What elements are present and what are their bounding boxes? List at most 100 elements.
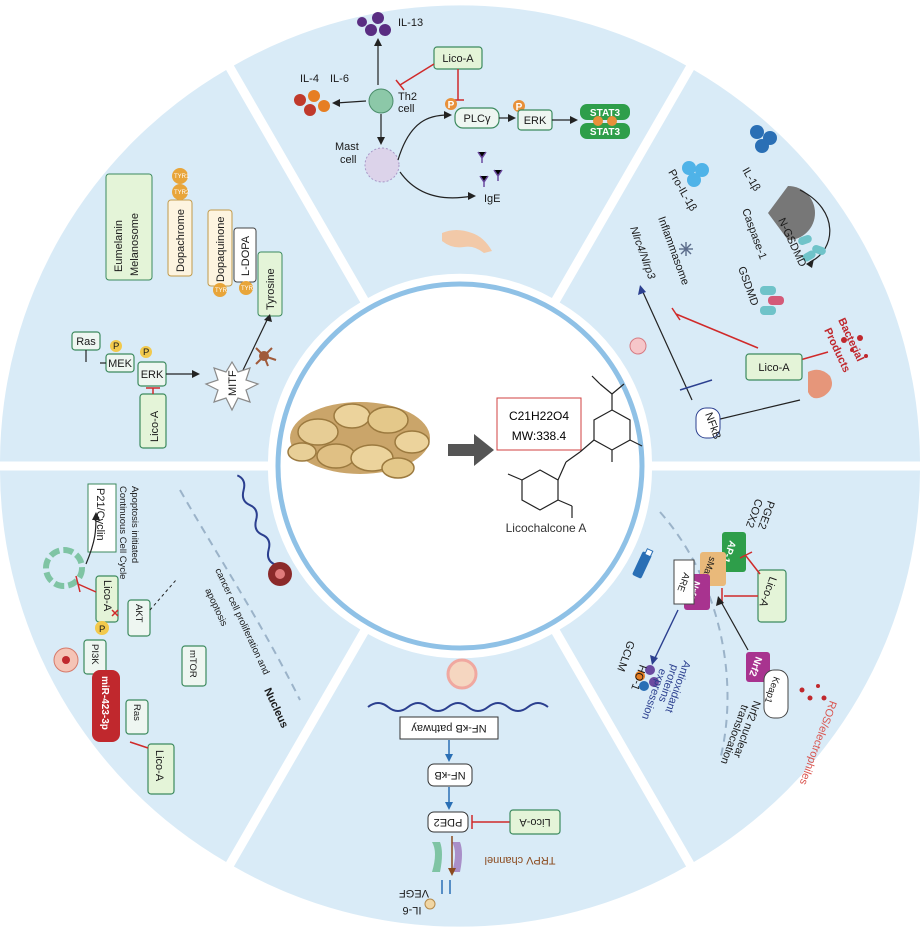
plc-label: PLCγ (464, 113, 491, 125)
inflammasome-icon (679, 242, 693, 256)
akt-box (127, 599, 151, 637)
svg-text:P: P (113, 341, 119, 352)
gsdmd-icon (760, 286, 784, 315)
n-gsdmd-icon (798, 234, 826, 262)
mtor-label: mTOR (187, 650, 198, 678)
licochalcone-structure (507, 375, 643, 518)
svg-text:P: P (516, 102, 523, 113)
continuous-cycle-label: Continuous Cell Cycle (117, 486, 128, 579)
tumor-mass-icon (268, 562, 292, 586)
mek-label: MEK (108, 358, 133, 370)
dopaquinone-label: Dopaquinone (215, 217, 227, 282)
allergy-section: IL-13 IL-4 IL-6 Th2 cell Mast cell Lico-… (294, 12, 630, 253)
mir423-box (92, 670, 120, 742)
svg-text:TYR2: TYR2 (174, 190, 190, 196)
inflammatory-cell-icon (629, 337, 647, 355)
are-box (673, 559, 695, 605)
p21-label: P21/Cyclin (94, 488, 106, 541)
mast-label: Mast (335, 141, 359, 153)
stat3-upper-label: STAT3 (590, 108, 621, 119)
ras-cancer-label: Ras (131, 704, 142, 721)
melanocyte-icon (255, 347, 277, 367)
licorice-root-image (287, 402, 430, 479)
ige-label: IgE (484, 193, 501, 205)
ros-dots-icon (799, 684, 827, 701)
il13-molecules-icon (357, 12, 391, 36)
segment-lower-right (559, 470, 920, 862)
lico-a-cancer-label: Lico-A (153, 750, 165, 782)
transform-arrow (448, 434, 494, 466)
pde2-box (427, 811, 469, 833)
melanosome-label: Melanosome (129, 213, 141, 276)
nucleus-dna-icon (236, 474, 283, 580)
ldopa-label: L-DOPA (240, 235, 252, 276)
cytokine-balls-icon (294, 90, 330, 116)
th2-cell-icon (368, 88, 394, 114)
bacterial-products-icon (808, 335, 868, 399)
tyr2-enzyme-icon (172, 184, 188, 200)
antioxidant-molecules-icon (635, 665, 659, 691)
ras-cancer-box (125, 699, 149, 735)
eumelanin-label: Eumelanin (113, 220, 125, 272)
vegf-receptor-icon (441, 880, 451, 894)
erk-top-label: ERK (524, 115, 547, 127)
il13-label: IL-13 (398, 17, 423, 29)
lico-a-cycle-label: Lico-A (101, 580, 113, 612)
skin-hand-icon (442, 230, 492, 253)
phospho-pi3k-icon (95, 621, 109, 635)
th2-label: Th2 (398, 91, 417, 103)
formula: C21H22O4 (509, 409, 569, 423)
angiogenesis-section: NF-κB pathway NF-κB PDE2 Lico-A TRPV cha… (367, 658, 561, 916)
il1b-molecules-icon (750, 125, 777, 153)
dna-helix-icon (367, 702, 549, 712)
svg-text:P: P (99, 624, 105, 635)
caspase1-icon (768, 186, 815, 240)
stat3-lower-box (580, 123, 630, 139)
svg-text:P: P (143, 347, 149, 358)
pde2-label: PDE2 (434, 816, 463, 828)
vegf-label: VEGF (399, 887, 429, 899)
melanogenesis-section: Eumelanin Melanosome Dopachrome TYR2 TYR… (71, 168, 283, 449)
segment-top (233, 5, 687, 298)
phospho-erk-icon (513, 100, 525, 112)
tyrosine-label: Tyrosine (265, 268, 277, 310)
dopachrome-label: Dopachrome (175, 209, 187, 272)
mtor-box (181, 645, 207, 687)
mir423-label: miR-423-3p (99, 676, 110, 730)
il6-molecule-icon (424, 898, 436, 910)
lico-a-melano-label: Lico-A (149, 410, 161, 442)
mast-cell-icon (364, 147, 400, 183)
segment-upper-right (559, 70, 920, 462)
pro-il1b-molecules-icon (682, 161, 709, 187)
phospho-plc-icon (445, 98, 457, 110)
tyr1-enzyme-icon (172, 168, 188, 184)
p21-box (87, 483, 117, 553)
keap1-box (763, 669, 789, 719)
stat3-lower-label: STAT3 (590, 127, 621, 138)
nfkb-bottom-label: NF-κB (434, 769, 465, 781)
lico-a-top-label: Lico-A (442, 53, 474, 65)
sunscreen-tube-icon (632, 548, 654, 579)
ras-melano-label: Ras (76, 336, 96, 348)
nfkb-right-box (695, 407, 721, 439)
svg-text:TYR: TYR (215, 288, 228, 294)
nrf2-cytoplasm-box (746, 652, 770, 682)
cell-cycle-icon (43, 547, 85, 589)
skin-cell-icon (446, 658, 478, 690)
mast-cell-label: cell (340, 154, 357, 166)
akt-label: AKT (133, 604, 144, 623)
trpv-label: TRPV channel (485, 854, 556, 866)
mitf-burst-icon (204, 360, 260, 412)
molecular-weight: MW:338.4 (512, 429, 567, 443)
il6-label: IL-6 (330, 73, 349, 85)
stat3-upper-box (580, 104, 630, 120)
il4-label: IL-4 (300, 73, 319, 85)
melanosome-box (105, 173, 153, 281)
apoptosis-initiated-label: Apoptosis initiated (129, 486, 140, 563)
mitf-label: MITF (227, 370, 239, 396)
trpv-channel-icon (432, 842, 462, 872)
lico-a-right-label: Lico-A (758, 362, 790, 374)
erk-melano-label: ERK (141, 369, 164, 381)
ap1-box (722, 532, 746, 572)
